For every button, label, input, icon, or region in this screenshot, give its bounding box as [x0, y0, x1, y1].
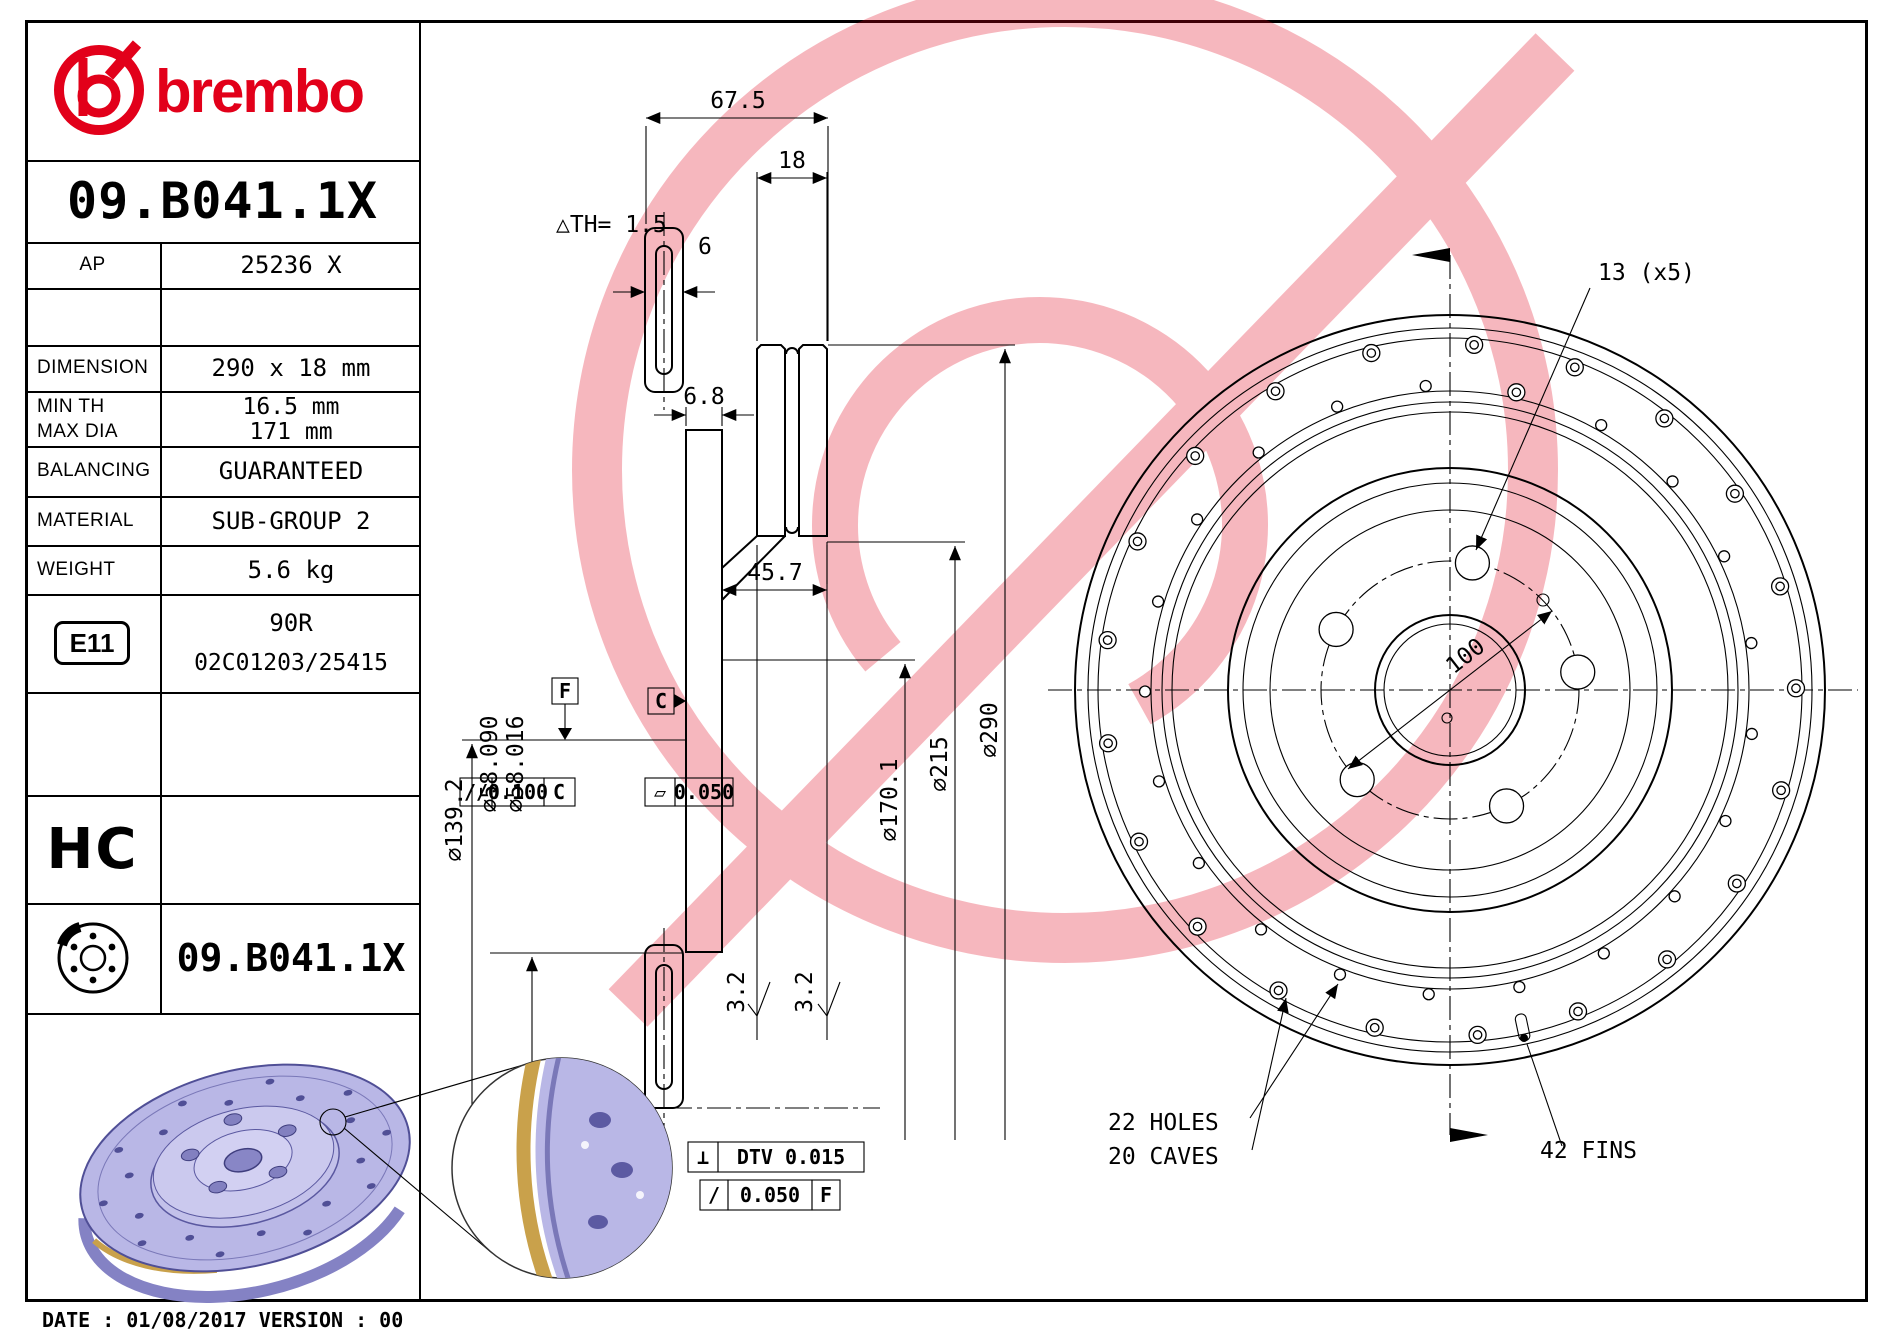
spec-value-max-dia: 171 mm — [249, 419, 333, 445]
spec-label-balancing: BALANCING — [37, 460, 151, 481]
sheet-border — [25, 20, 1868, 1302]
spec-label-weight: WEIGHT — [37, 558, 116, 580]
spec-value-min-th: 16.5 mm — [242, 393, 340, 420]
spec-label-material: MATERIAL — [37, 509, 134, 531]
e11-badge: E11 — [54, 621, 130, 665]
caliper-icon — [56, 922, 82, 947]
footer-date-version: DATE : 01/08/2017 VERSION : 00 — [42, 1308, 404, 1332]
spec-value-weight: 5.6 kg — [247, 555, 335, 584]
ap-label: AP — [79, 254, 106, 275]
brembo-wordmark: brembo — [155, 58, 363, 125]
disc-icon — [25, 903, 160, 1013]
homologation-line2: 02C01203/25415 — [194, 650, 388, 676]
spec-label-min-th: MIN TH — [37, 395, 105, 417]
brembo-logo-mark: brembo — [53, 40, 365, 135]
spec-value-balancing: GUARANTEED — [218, 457, 364, 485]
spec-label-max-dia: MAX DIA — [37, 421, 118, 442]
spec-label-dimension: DIMENSION — [37, 357, 149, 378]
spec-value-dimension: 290 x 18 mm — [211, 354, 371, 382]
hc-badge: HC — [46, 816, 139, 882]
panel-right-border — [419, 20, 421, 1302]
ap-value: 25236 X — [240, 251, 342, 279]
panel-column-divider — [160, 242, 162, 1013]
brembo-logo: brembo — [25, 20, 420, 160]
icon-part-number: 09.B041.1X — [176, 936, 406, 980]
homologation-line1: 90R — [269, 609, 313, 637]
spec-value-material: SUB-GROUP 2 — [211, 506, 371, 535]
part-number: 09.B041.1X — [66, 172, 379, 230]
